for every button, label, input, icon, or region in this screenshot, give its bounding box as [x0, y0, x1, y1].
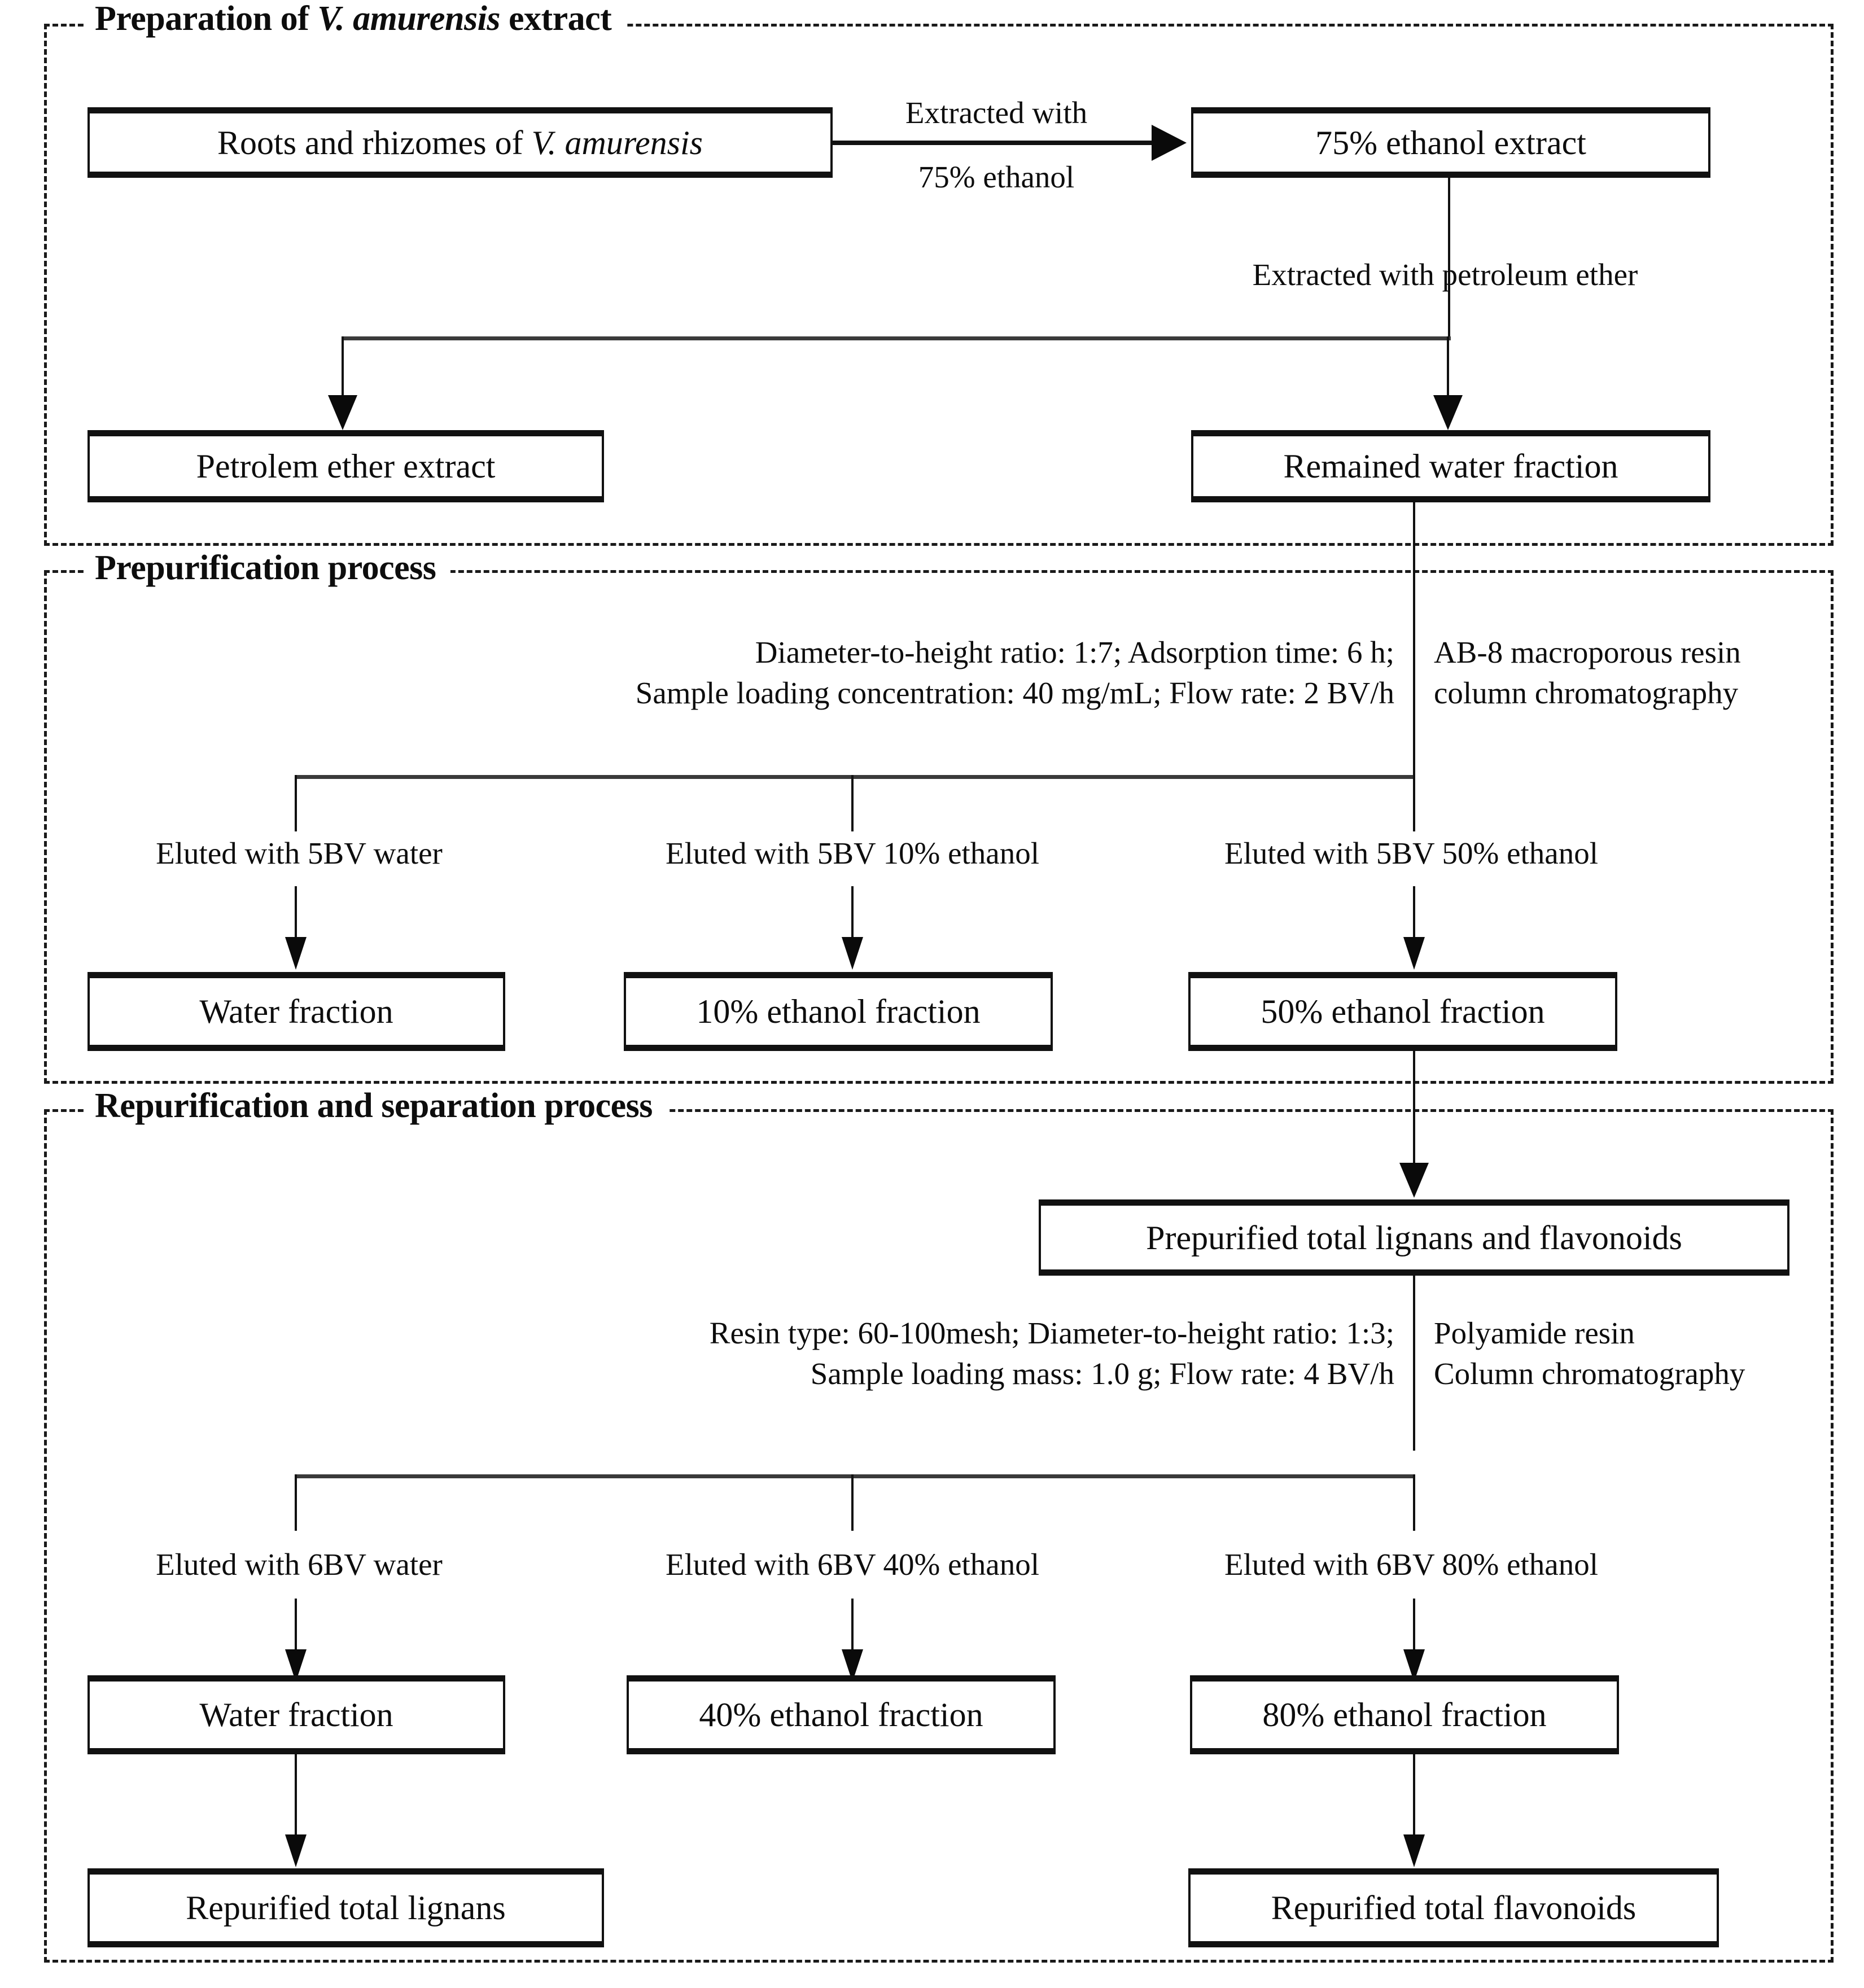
box-ethanol-10-fraction: 10% ethanol fraction	[624, 972, 1053, 1051]
connector-ethanol-trunk	[1448, 178, 1450, 338]
connector-split-bar-2	[295, 775, 1415, 779]
box-ethanol-80-fraction: 80% ethanol fraction	[1190, 1675, 1619, 1754]
box-ethanol-40-fraction: 40% ethanol fraction	[627, 1675, 1056, 1754]
param-repurification-line1: Resin type: 60-100mesh; Diameter-to-heig…	[709, 1316, 1394, 1350]
box-water-fraction-1: Water fraction	[87, 972, 505, 1051]
section-frame-repurification	[44, 1109, 1834, 1963]
connector-drop-3-water	[295, 1599, 297, 1652]
edge-label-eluted-5bv-water: Eluted with 5BV water	[156, 836, 443, 870]
connector-branch-3-water	[295, 1474, 297, 1531]
section-title-prepurification: Prepurification process	[85, 549, 451, 587]
connector-split-bar-3	[295, 1474, 1415, 1478]
connector-split-bar-1	[342, 336, 1451, 340]
arrowhead-roots-to-ethanol	[1152, 125, 1187, 161]
edge-label-ethanol-75: 75% ethanol	[918, 160, 1075, 194]
arrowhead-repurified-flavonoids	[1403, 1834, 1425, 1867]
section-title-suffix: extract	[500, 0, 612, 38]
arrowhead-water-fraction-1	[285, 937, 307, 970]
connector-drop-2-eth10	[851, 886, 854, 940]
arrowhead-ethanol-10-fraction	[842, 937, 863, 970]
connector-branch-3-eth40	[851, 1474, 854, 1531]
connector-branch-3-eth80	[1413, 1474, 1415, 1531]
connector-branch-water	[1447, 336, 1449, 400]
connector-eth80-to-flavonoids	[1413, 1754, 1415, 1839]
connector-water2-to-lignans	[295, 1754, 297, 1839]
connector-drop-3-eth40	[851, 1599, 854, 1652]
box-roots-prefix: Roots and rhizomes of	[217, 124, 532, 161]
connector-prepurified-trunk	[1413, 1276, 1415, 1451]
section-title-repurification: Repurification and separation process	[85, 1088, 667, 1123]
connector-roots-to-ethanol	[833, 141, 1157, 145]
param-prepurification-resin-line2: column chromatography	[1434, 676, 1739, 710]
connector-branch-petroleum	[342, 336, 344, 400]
edge-label-eluted-6bv-80: Eluted with 6BV 80% ethanol	[1224, 1547, 1598, 1582]
connector-drop-2-water	[295, 886, 297, 940]
box-petroleum-ether-extract: Petrolem ether extract	[87, 430, 604, 502]
section-title-preparation: Preparation of V. amurensis extract	[85, 0, 627, 38]
connector-water-to-resin-trunk	[1413, 502, 1415, 779]
connector-drop-3-eth80	[1413, 1599, 1415, 1652]
section-frame-preparation	[44, 24, 1834, 546]
connector-drop-2-eth50	[1413, 886, 1415, 940]
arrowhead-prepurified	[1399, 1163, 1429, 1198]
box-prepurified-lignans-flavonoids: Prepurified total lignans and flavonoids	[1039, 1199, 1789, 1276]
connector-branch-2-eth50	[1413, 775, 1415, 831]
box-water-fraction-2: Water fraction	[87, 1675, 505, 1754]
edge-label-eluted-6bv-40: Eluted with 6BV 40% ethanol	[666, 1547, 1039, 1582]
connector-branch-2-water	[295, 775, 297, 831]
section-title-prepurification-text: Prepurification process	[95, 549, 436, 587]
box-repurified-total-flavonoids: Repurified total flavonoids	[1188, 1868, 1719, 1947]
box-ethanol-50-fraction: 50% ethanol fraction	[1188, 972, 1617, 1051]
param-prepurification-line2: Sample loading concentration: 40 mg/mL; …	[635, 676, 1394, 710]
edge-label-eluted-5bv-10: Eluted with 5BV 10% ethanol	[666, 836, 1039, 870]
box-remained-water-fraction: Remained water fraction	[1191, 430, 1710, 502]
section-title-repurification-text: Repurification and separation process	[95, 1087, 653, 1125]
section-title-italic: V. amurensis	[317, 0, 500, 38]
param-repurification-resin-line2: Column chromatography	[1434, 1356, 1745, 1391]
box-repurified-total-lignans: Repurified total lignans	[87, 1868, 604, 1947]
arrowhead-petroleum-ether	[328, 395, 357, 430]
edge-label-eluted-6bv-water: Eluted with 6BV water	[156, 1547, 443, 1582]
connector-branch-2-eth10	[851, 775, 854, 831]
edge-label-extracted-petroleum: Extracted with petroleum ether	[1252, 257, 1638, 292]
box-ethanol-extract: 75% ethanol extract	[1191, 107, 1710, 178]
arrowhead-remained-water	[1433, 395, 1463, 430]
section-frame-prepurification	[44, 570, 1834, 1084]
box-roots-rhizomes: Roots and rhizomes of V. amurensis	[87, 107, 833, 178]
arrowhead-repurified-lignans	[285, 1834, 307, 1867]
edge-label-eluted-5bv-50: Eluted with 5BV 50% ethanol	[1224, 836, 1598, 870]
section-title-prefix: Preparation of	[95, 0, 318, 38]
connector-eth50-to-prepurified	[1413, 1051, 1415, 1167]
param-repurification-line2: Sample loading mass: 1.0 g; Flow rate: 4…	[810, 1356, 1394, 1391]
param-prepurification-resin-line1: AB-8 macroporous resin	[1434, 635, 1741, 669]
param-repurification-resin-line1: Polyamide resin	[1434, 1316, 1635, 1350]
param-prepurification-line1: Diameter-to-height ratio: 1:7; Adsorptio…	[755, 635, 1394, 669]
box-roots-italic: V. amurensis	[531, 124, 703, 161]
arrowhead-ethanol-50-fraction	[1403, 937, 1425, 970]
edge-label-extracted-with: Extracted with	[905, 95, 1088, 130]
